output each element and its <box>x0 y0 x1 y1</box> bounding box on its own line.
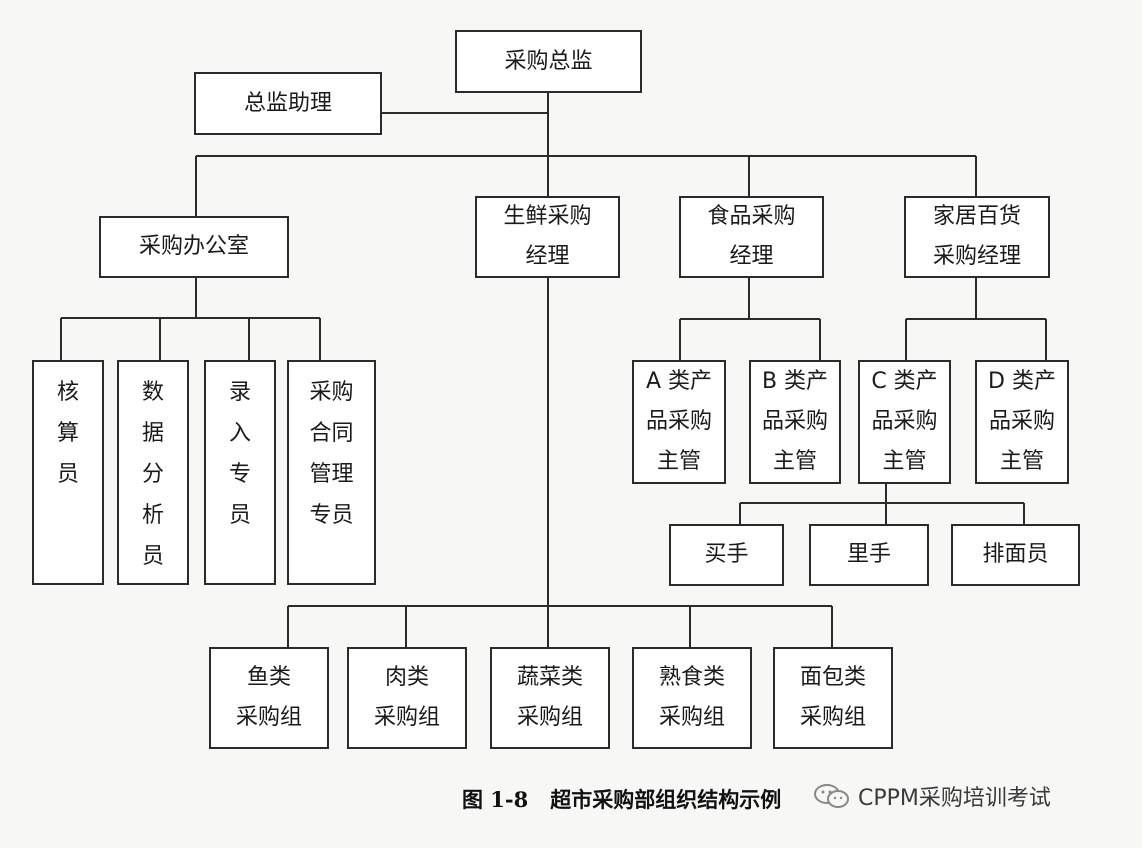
node-buyer: 买手 <box>669 524 784 586</box>
node-bread-group: 面包类 采购组 <box>773 647 893 749</box>
node-merchandiser: 排面员 <box>951 524 1080 586</box>
node-data-analyst: 数 据 分 析 员 <box>117 360 189 585</box>
node-entry-clerk: 录 入 专 员 <box>204 360 276 585</box>
node-assistant-buyer: 里手 <box>809 524 929 586</box>
node-meat-group: 肉类 采购组 <box>347 647 467 749</box>
figure-number: 图 1-8 <box>462 787 529 812</box>
node-vegetable-group: 蔬菜类 采购组 <box>490 647 610 749</box>
node-category-a: A 类产 品采购 主管 <box>632 360 726 484</box>
node-fish-group: 鱼类 采购组 <box>209 647 329 749</box>
node-fresh-manager: 生鲜采购 经理 <box>475 196 620 278</box>
watermark: CPPM采购培训考试 <box>812 780 1051 812</box>
node-food-manager: 食品采购 经理 <box>679 196 824 278</box>
node-deli-group: 熟食类 采购组 <box>632 647 752 749</box>
node-accountant: 核 算 员 <box>32 360 104 585</box>
node-home-manager: 家居百货 采购经理 <box>904 196 1050 278</box>
node-assistant: 总监助理 <box>194 72 382 135</box>
watermark-text: CPPM采购培训考试 <box>858 786 1051 811</box>
figure-title: 超市采购部组织结构示例 <box>550 787 782 812</box>
node-contract-clerk: 采购 合同 管理 专员 <box>287 360 376 585</box>
node-office: 采购办公室 <box>99 216 289 278</box>
node-category-c: C 类产 品采购 主管 <box>858 360 951 484</box>
figure-caption: 图 1-8 超市采购部组织结构示例 <box>462 784 781 814</box>
node-director: 采购总监 <box>455 30 642 93</box>
node-category-d: D 类产 品采购 主管 <box>975 360 1069 484</box>
node-category-b: B 类产 品采购 主管 <box>749 360 841 484</box>
wechat-icon <box>814 784 849 808</box>
